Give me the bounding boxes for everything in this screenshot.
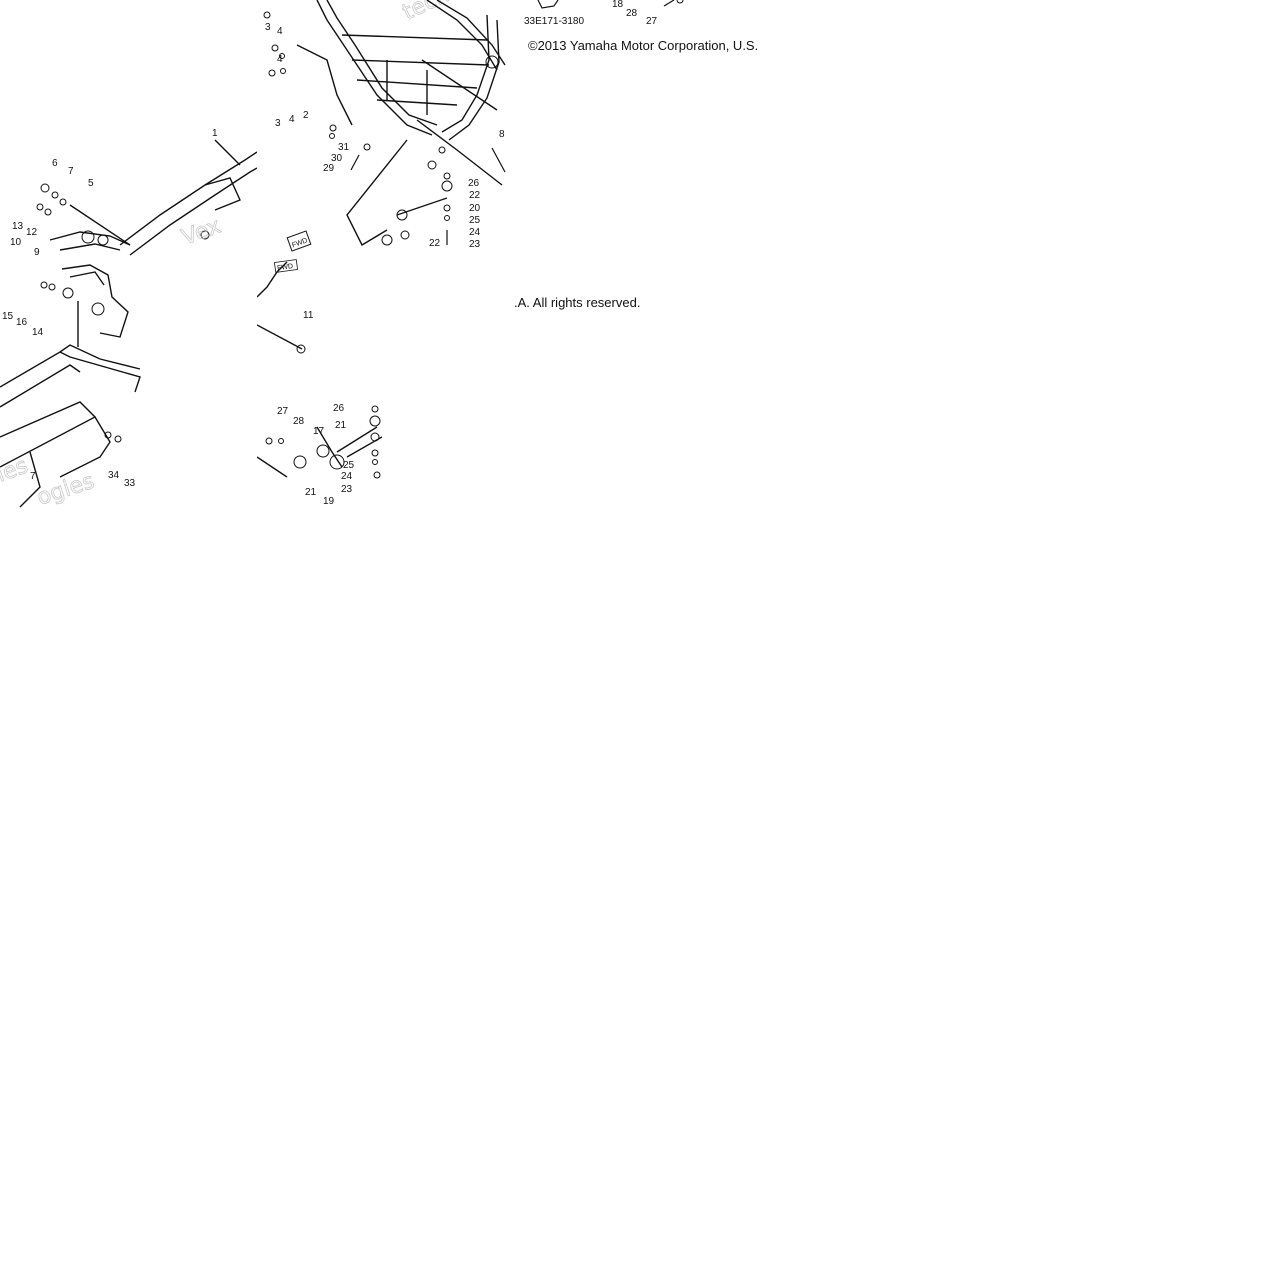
callout-33: 33	[124, 478, 136, 489]
callout-29: 29	[323, 163, 335, 174]
callout-7: 7	[68, 166, 74, 177]
callout-21: 21	[305, 487, 317, 498]
watermark: ies	[0, 454, 31, 488]
callout-27: 27	[646, 16, 658, 27]
callout-31: 31	[338, 142, 350, 153]
callout-1: 1	[212, 128, 218, 139]
drawing-reference: 33E171-3180	[524, 16, 584, 27]
callout-19: 19	[323, 496, 335, 507]
callout-3: 3	[265, 22, 271, 33]
callout-8: 8	[499, 129, 505, 140]
callout-14: 14	[32, 327, 44, 338]
frame-drawing-bottom: FWD 11 27 28 17 26 21 25 24 23 21 19	[257, 259, 383, 507]
copyright-line-2: .A. All rights reserved.	[514, 295, 641, 310]
callout-24: 24	[469, 227, 481, 238]
callout-15: 15	[2, 311, 14, 322]
callout-24: 24	[341, 471, 353, 482]
callout-34: 34	[108, 470, 120, 481]
callout-4: 4	[277, 54, 283, 65]
fwd-stamp	[273, 259, 299, 273]
callout-17: 17	[313, 426, 325, 437]
callout-6: 6	[52, 158, 58, 169]
frame-diagram-tile-bottom-left: ies ogies 15 16 14 34 33 7	[0, 257, 257, 514]
callout-10: 10	[10, 237, 22, 248]
watermark: Vex	[179, 214, 225, 251]
frame-drawing-top: technologies	[263, 0, 514, 252]
callout-26: 26	[468, 178, 480, 189]
callout-26: 26	[333, 403, 345, 414]
watermark: ogies	[34, 469, 97, 511]
callout-28: 28	[293, 416, 305, 427]
frame-drawing-top-left: Vex 6 7 5 13 12 10 9 1	[10, 128, 257, 257]
frame-diagram-tile-bottom: FWD 11 27 28 17 26 21 25 24 23 21 19	[257, 257, 514, 514]
frame-diagram-tile-top: technologies	[257, 0, 514, 257]
copyright-tile: 18 28 27 33E171-3180	[514, 0, 814, 257]
callout-22: 22	[429, 238, 441, 249]
frame-diagram-tile-top-left: Vex 6 7 5 13 12 10 9 1	[0, 0, 257, 257]
callout-3: 3	[275, 118, 281, 129]
callout-2: 2	[303, 110, 309, 121]
callout-7: 7	[30, 471, 36, 482]
callout-18: 18	[612, 0, 624, 10]
copyright-line-1: ©2013 Yamaha Motor Corporation, U.S.	[528, 38, 759, 53]
callout-4: 4	[289, 114, 295, 125]
callout-12: 12	[26, 227, 38, 238]
callout-23: 23	[469, 239, 481, 250]
callout-13: 13	[12, 221, 24, 232]
fwd-stamp	[286, 230, 312, 252]
fwd-stamp-label: FWD	[277, 263, 294, 272]
callout-23: 23	[341, 484, 353, 495]
frame-drawing-fragment: 18 28 27 33E171-3180	[524, 0, 684, 27]
callout-28: 28	[626, 8, 638, 19]
callout-9: 9	[34, 247, 40, 257]
callout-25: 25	[469, 215, 481, 226]
fwd-stamp-label: FWD	[291, 237, 308, 249]
callout-16: 16	[16, 317, 28, 328]
callout-21: 21	[335, 420, 347, 431]
callout-30: 30	[331, 153, 343, 164]
callout-11: 11	[303, 310, 314, 321]
callout-25: 25	[343, 460, 355, 471]
frame-drawing-bottom-left: ies ogies 15 16 14 34 33 7	[0, 264, 141, 511]
callout-20: 20	[469, 203, 481, 214]
callout-5: 5	[88, 178, 94, 189]
callout-22: 22	[469, 190, 481, 201]
callout-4: 4	[277, 26, 283, 37]
callout-27: 27	[277, 406, 289, 417]
